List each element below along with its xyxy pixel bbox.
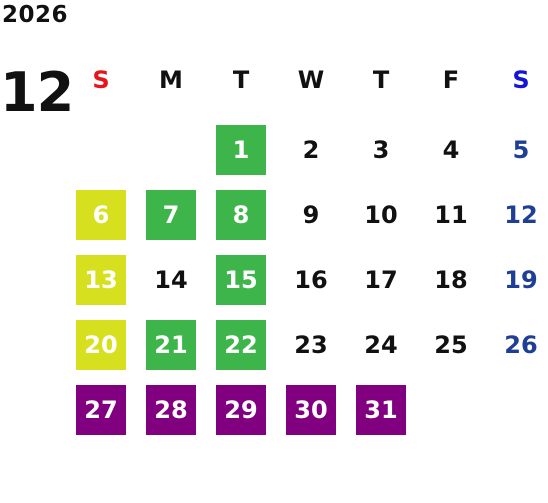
day-cell[interactable]: 2 xyxy=(302,136,320,164)
calendar-year: 2026 xyxy=(2,2,69,28)
day-cell[interactable]: 8 xyxy=(216,190,266,240)
day-cell[interactable]: 18 xyxy=(434,266,468,294)
day-cell[interactable]: 30 xyxy=(286,385,336,435)
day-cell[interactable]: 11 xyxy=(434,201,468,229)
day-cell[interactable]: 14 xyxy=(154,266,188,294)
day-cell[interactable]: 27 xyxy=(76,385,126,435)
weekday-header: S xyxy=(512,66,530,94)
day-cell[interactable]: 25 xyxy=(434,331,468,359)
day-cell[interactable]: 3 xyxy=(372,136,390,164)
day-cell[interactable]: 28 xyxy=(146,385,196,435)
day-cell[interactable]: 10 xyxy=(364,201,398,229)
weekday-header: F xyxy=(442,66,460,94)
day-cell[interactable]: 26 xyxy=(504,331,538,359)
day-cell[interactable]: 20 xyxy=(76,320,126,370)
weekday-header: T xyxy=(372,66,390,94)
weekday-header: T xyxy=(232,66,250,94)
day-cell[interactable]: 22 xyxy=(216,320,266,370)
day-cell[interactable]: 16 xyxy=(294,266,328,294)
day-cell[interactable]: 29 xyxy=(216,385,266,435)
weekday-header: W xyxy=(297,66,325,94)
weekday-header: M xyxy=(159,66,183,94)
day-cell[interactable]: 19 xyxy=(504,266,538,294)
day-cell[interactable]: 5 xyxy=(512,136,530,164)
calendar-month: 12 xyxy=(0,61,74,124)
day-cell[interactable]: 7 xyxy=(146,190,196,240)
day-cell[interactable]: 9 xyxy=(302,201,320,229)
day-cell[interactable]: 12 xyxy=(504,201,538,229)
day-cell[interactable]: 15 xyxy=(216,255,266,305)
day-cell[interactable]: 6 xyxy=(76,190,126,240)
day-cell[interactable]: 24 xyxy=(364,331,398,359)
day-cell[interactable]: 31 xyxy=(356,385,406,435)
day-cell[interactable]: 13 xyxy=(76,255,126,305)
day-cell[interactable]: 23 xyxy=(294,331,328,359)
day-cell[interactable]: 21 xyxy=(146,320,196,370)
weekday-header: S xyxy=(92,66,110,94)
day-cell[interactable]: 17 xyxy=(364,266,398,294)
day-cell[interactable]: 4 xyxy=(442,136,460,164)
day-cell[interactable]: 1 xyxy=(216,125,266,175)
